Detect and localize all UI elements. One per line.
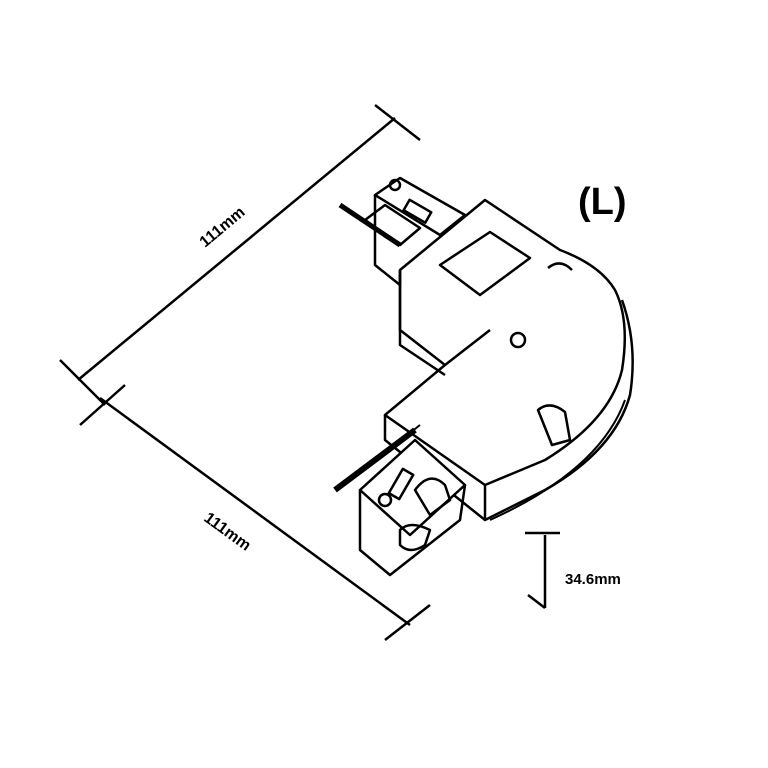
lower-adaptor <box>333 424 467 577</box>
model-label: (L) <box>578 181 627 223</box>
connector-body <box>383 198 634 522</box>
height-dimension-line <box>525 531 560 609</box>
height-label: 34.6mm <box>565 571 621 588</box>
lower-length-label: 111mm <box>201 509 254 554</box>
upper-adaptor <box>338 176 467 287</box>
upper-dimension-line <box>59 104 421 406</box>
lower-dimension-line <box>79 384 431 641</box>
